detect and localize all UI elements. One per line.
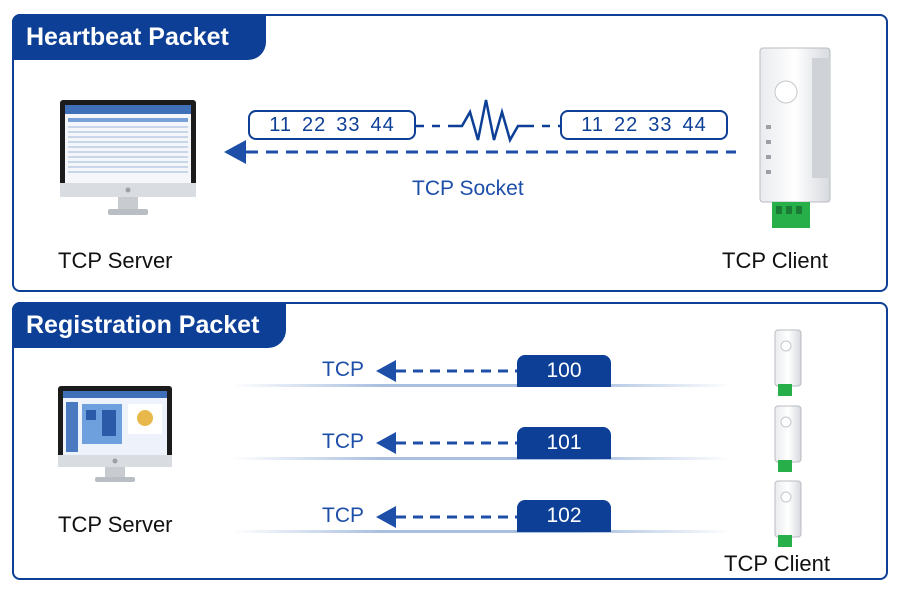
registration-id-badge: 100 (517, 355, 611, 387)
small-device-icon (774, 329, 802, 396)
din-rail-device-icon (759, 47, 831, 228)
monitor-icon (58, 386, 172, 482)
monitor-icon (60, 100, 196, 215)
small-device-icon (774, 405, 802, 472)
registration-arrow (376, 506, 518, 528)
tcp-socket-label: TCP Socket (412, 177, 524, 200)
registration-title: Registration Packet (12, 302, 286, 348)
tcp-server-label: TCP Server (58, 248, 173, 273)
row-protocol-label: TCP (322, 430, 364, 453)
packet-byte: 33 (648, 114, 673, 136)
small-device-icon (774, 480, 802, 547)
packet-byte: 11 (581, 114, 604, 136)
packet-byte: 44 (682, 114, 707, 136)
row-protocol-label: TCP (322, 358, 364, 381)
tcp-server-label: TCP Server (58, 512, 173, 537)
heartbeat-link-line (416, 99, 560, 144)
registration-arrow (376, 432, 518, 454)
tcp-client-label: TCP Client (722, 248, 828, 273)
packet-byte: 33 (336, 114, 361, 136)
heartbeat-packet-right: 11 22 33 44 (560, 110, 728, 140)
registration-id-badge: 102 (517, 500, 611, 532)
packet-byte: 44 (370, 114, 395, 136)
packet-byte: 22 (302, 114, 327, 136)
packet-byte: 22 (614, 114, 639, 136)
packet-byte: 11 (269, 114, 292, 136)
tcp-socket-arrow (224, 140, 736, 164)
registration-baselines (232, 384, 732, 533)
heartbeat-title: Heartbeat Packet (12, 14, 266, 60)
heartbeat-packet-left: 11 22 33 44 (248, 110, 416, 140)
tcp-client-label: TCP Client (724, 551, 830, 576)
row-protocol-label: TCP (322, 504, 364, 527)
registration-id-badge: 101 (517, 427, 611, 459)
registration-arrow (376, 360, 518, 382)
